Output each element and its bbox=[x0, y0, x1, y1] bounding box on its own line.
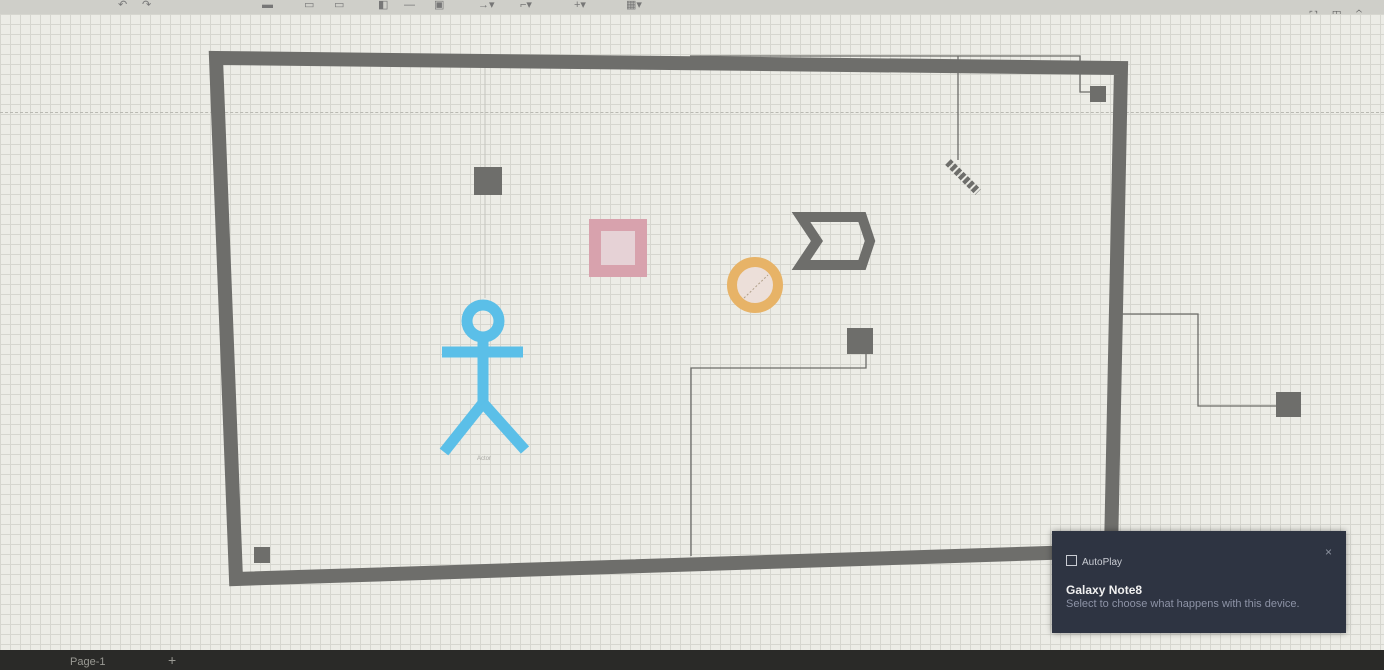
chevron-shape[interactable] bbox=[791, 212, 876, 270]
rotated-line-shape[interactable] bbox=[945, 159, 981, 195]
frame-rectangle[interactable] bbox=[208, 50, 1129, 587]
add-page-button[interactable]: + bbox=[168, 652, 177, 668]
page-break-line bbox=[0, 112, 1384, 113]
insert-icon[interactable]: +▾ bbox=[574, 0, 586, 11]
pink-square[interactable] bbox=[589, 219, 647, 277]
autoplay-icon bbox=[1066, 555, 1077, 566]
square-top-left[interactable] bbox=[474, 167, 502, 195]
close-icon[interactable]: × bbox=[1324, 545, 1332, 559]
actor-label: Actor bbox=[477, 456, 491, 462]
square-center[interactable] bbox=[847, 328, 873, 354]
autoplay-notification[interactable]: AutoPlay × Galaxy Note8 Select to choose… bbox=[1052, 531, 1346, 633]
square-outside-right[interactable] bbox=[1276, 392, 1301, 417]
waypoints-icon[interactable]: ⌐▾ bbox=[520, 0, 532, 11]
tab-page-1[interactable]: Page-1 bbox=[70, 656, 106, 668]
toast-app-name: AutoPlay bbox=[1082, 557, 1123, 568]
to-front-icon[interactable]: ▭ bbox=[304, 0, 315, 11]
connector-bottom[interactable] bbox=[690, 342, 867, 556]
page-tabs-bar: Page-1 + bbox=[0, 650, 1384, 670]
actor-figure[interactable] bbox=[439, 299, 530, 456]
undo-icon[interactable]: ↶ bbox=[118, 0, 128, 11]
toast-title: Galaxy Note8 bbox=[1066, 583, 1143, 597]
connector-right[interactable] bbox=[1118, 313, 1288, 407]
redo-icon[interactable]: ↷ bbox=[142, 0, 152, 11]
toast-header: AutoPlay bbox=[1066, 555, 1122, 568]
toast-message: Select to choose what happens with this … bbox=[1066, 598, 1300, 610]
table-icon[interactable]: ▦▾ bbox=[626, 0, 642, 11]
orange-ring[interactable] bbox=[727, 257, 783, 313]
to-back-icon[interactable]: ▭ bbox=[334, 0, 345, 11]
delete-icon[interactable]: ▬ bbox=[262, 0, 273, 11]
shadow-icon[interactable]: ▣ bbox=[434, 0, 445, 11]
ring-selection-line bbox=[743, 274, 769, 299]
fill-icon[interactable]: ◧ bbox=[378, 0, 389, 11]
square-corner-top-right[interactable] bbox=[1090, 86, 1106, 102]
line-color-icon[interactable]: ― bbox=[404, 0, 415, 11]
connection-icon[interactable]: →▾ bbox=[478, 0, 495, 11]
square-corner-bottom-left[interactable] bbox=[254, 547, 270, 563]
